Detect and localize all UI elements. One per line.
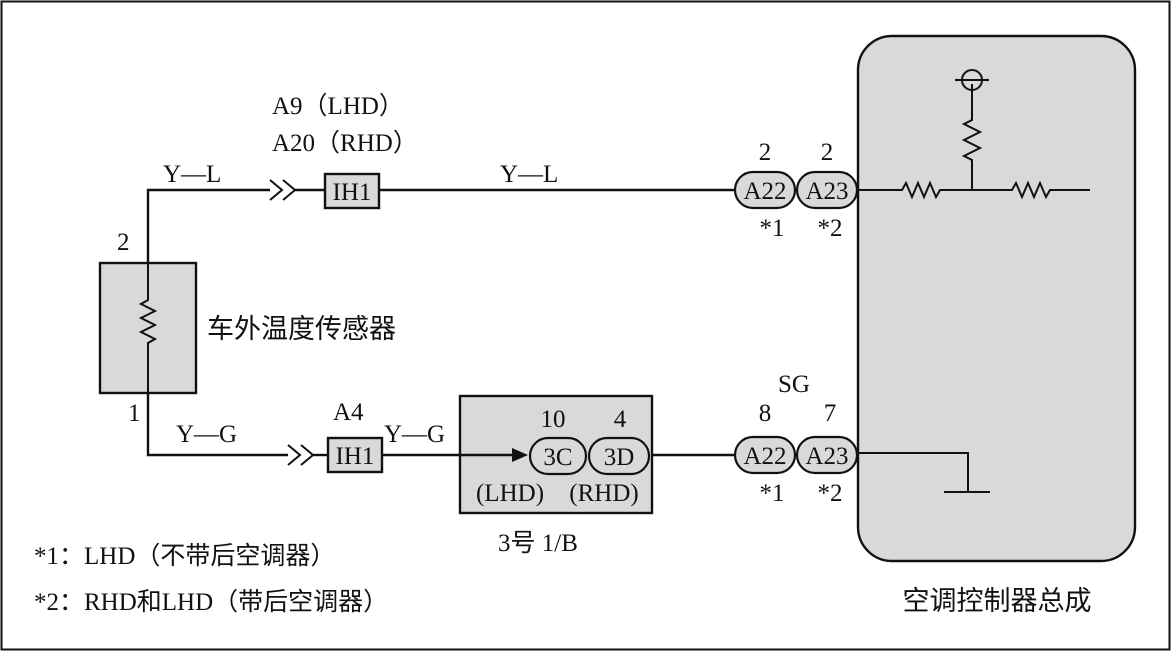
footnote-2: *2：RHD和LHD（带后空调器） (34, 588, 388, 616)
sensor-pin-bottom: 1 (128, 400, 141, 427)
top-junction-box (323, 172, 381, 210)
jb-3c-label: 3C (543, 444, 572, 471)
controller-internal-circuit (858, 69, 1090, 200)
top-wire-color-right: Y—L (500, 161, 558, 188)
ac-controller-box (856, 34, 1137, 563)
bottom-connector-label: A4 (333, 399, 364, 426)
bottom-connector-a23 (795, 435, 859, 475)
bottom-a23-label: A23 (805, 443, 848, 470)
ac-controller-label: 空调控制器总成 (903, 586, 1092, 617)
jb-3c-pin: 10 (541, 406, 566, 433)
top-a22-label: A22 (743, 178, 786, 205)
top-connector-a22 (733, 170, 797, 210)
bottom-a23-note: *2 (818, 480, 843, 507)
sensor-thermistor-symbol (138, 263, 158, 393)
bottom-junction-box (326, 436, 384, 474)
bottom-connector-a22 (733, 435, 797, 475)
top-junction-label: IH1 (333, 179, 372, 206)
jb-3c-note: (LHD) (476, 480, 544, 507)
bottom-signal-label: SG (778, 371, 810, 398)
jb-3d-pin: 4 (614, 406, 627, 433)
top-connector-line2: A20（RHD） (272, 129, 418, 157)
top-wire-color-left: Y—L (163, 161, 221, 188)
bottom-a22-note: *1 (760, 480, 785, 507)
top-wire-left (146, 188, 270, 263)
top-a22-note: *1 (760, 215, 785, 242)
sensor-pin-top: 2 (117, 229, 130, 256)
top-connector-line1: A9（LHD） (272, 92, 404, 120)
top-a23-pin: 2 (821, 139, 834, 166)
top-a23-label: A23 (805, 178, 848, 205)
jb-3d-label: 3D (604, 444, 635, 471)
bottom-a23-pin: 7 (824, 400, 837, 427)
sensor-name: 车外温度传感器 (207, 314, 396, 345)
bottom-a22-pin: 8 (759, 400, 772, 427)
top-a22-pin: 2 (759, 139, 772, 166)
bottom-junction-label: IH1 (336, 443, 375, 470)
footnote-1: *1：LHD（不带后空调器） (34, 542, 335, 570)
bottom-a22-label: A22 (743, 443, 786, 470)
jb-connector-3d (587, 436, 651, 476)
controller-ground-circuit (858, 452, 990, 493)
bottom-wire-left (146, 393, 288, 457)
jb-name: 3号 1/B (498, 530, 578, 557)
bottom-wire-color-right: Y—G (384, 421, 445, 448)
jb-connector-3c (528, 436, 588, 476)
top-a23-note: *2 (818, 215, 843, 242)
jb-3d-note: (RHD) (569, 480, 638, 507)
jb-input-arrow (512, 448, 528, 462)
bottom-wire-color-left: Y—G (176, 421, 237, 448)
